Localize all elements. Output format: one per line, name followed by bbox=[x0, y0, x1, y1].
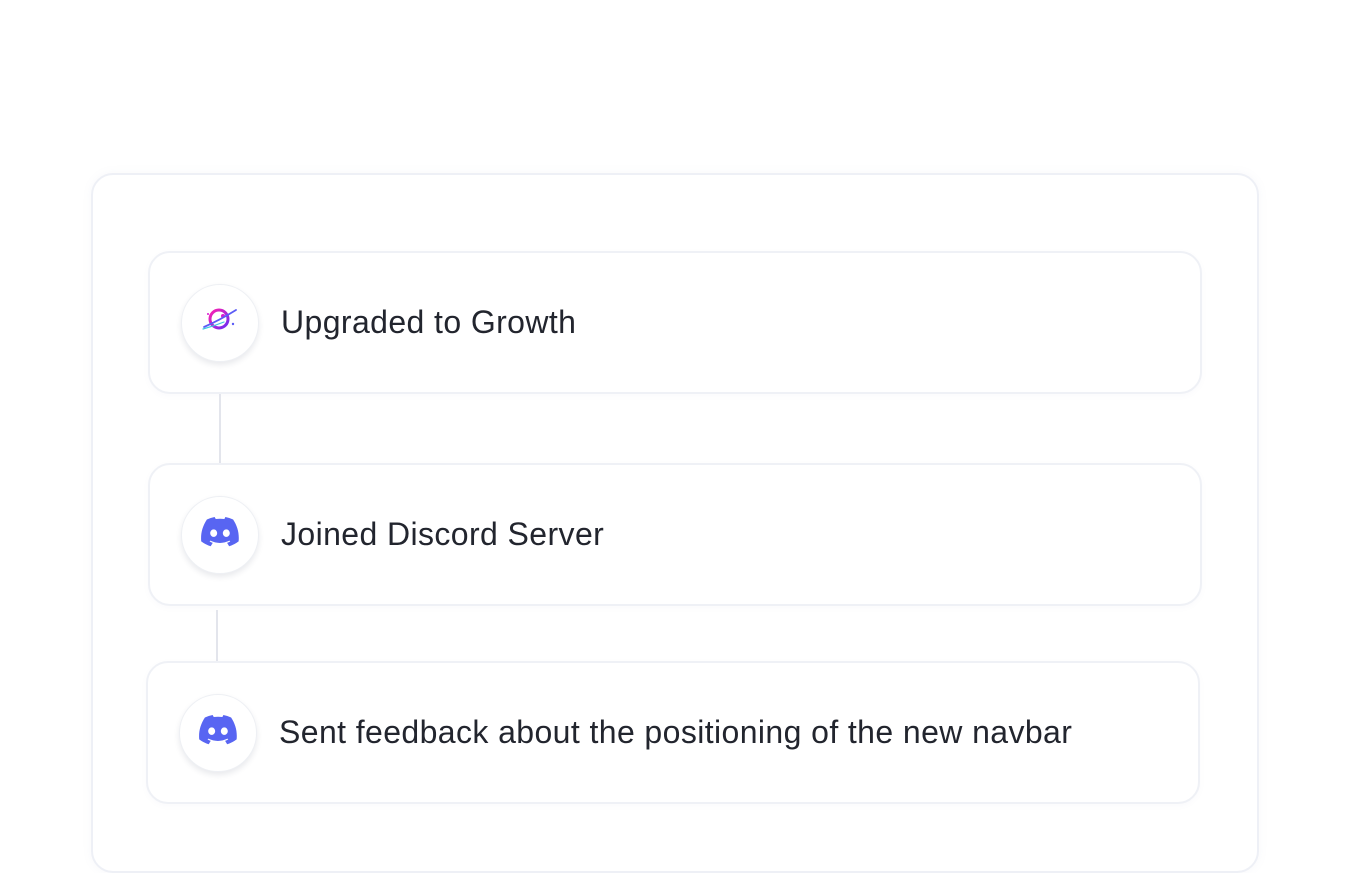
event-icon-wrapper bbox=[181, 495, 259, 574]
discord-icon bbox=[199, 715, 237, 750]
timeline-event-upgraded: Upgraded to Growth bbox=[148, 251, 1202, 394]
event-icon-wrapper bbox=[179, 693, 257, 772]
event-label: Joined Discord Server bbox=[281, 516, 605, 552]
timeline-connector bbox=[219, 394, 221, 464]
discord-icon bbox=[201, 517, 239, 552]
growth-planet-icon bbox=[200, 300, 240, 345]
timeline-connector bbox=[216, 610, 218, 661]
timeline-event-sent-feedback: Sent feedback about the positioning of t… bbox=[146, 661, 1200, 804]
event-label: Sent feedback about the positioning of t… bbox=[279, 714, 1073, 750]
event-label: Upgraded to Growth bbox=[281, 304, 577, 340]
timeline-event-joined-discord: Joined Discord Server bbox=[148, 463, 1202, 606]
event-icon-wrapper bbox=[181, 283, 259, 362]
